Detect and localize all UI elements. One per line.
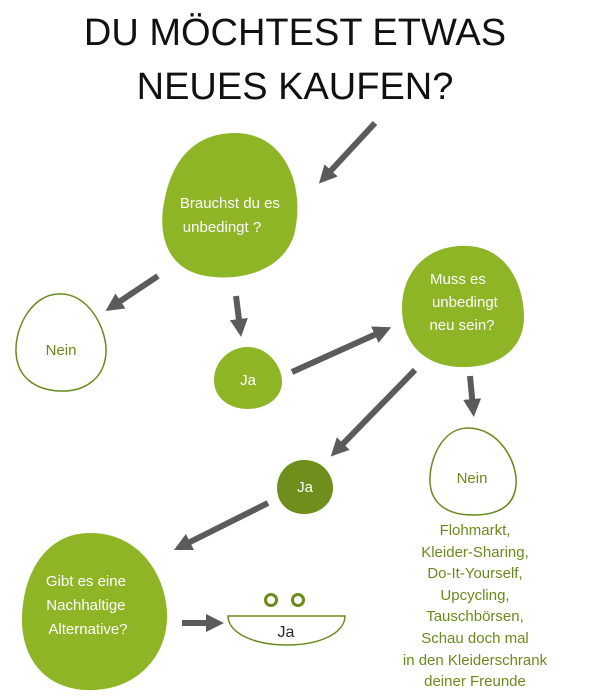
node-nein-left: Nein [15, 293, 107, 392]
alternative-item: deiner Freunde [424, 673, 526, 691]
ja-1-label: Ja [240, 372, 257, 389]
ja-smile-label: Ja [278, 624, 295, 641]
arrow-title-to-brauchst [318, 120, 378, 184]
smile-eye-right [291, 593, 305, 607]
node-gibt: Gibt es eine Nachhaltige Alternative? [22, 533, 168, 691]
alternative-item: Schau doch mal [421, 629, 529, 647]
blob-ja-1 [214, 347, 282, 409]
title-line-2: NEUES KAUFEN? [136, 66, 454, 108]
svg-text:Nein: Nein [46, 342, 77, 359]
svg-text:Muss es unbedingt: Muss es unbedingt neu sein? [429, 271, 502, 334]
blob-ja-2 [277, 460, 333, 514]
smile-eye-left [264, 593, 278, 607]
gibt-line-1: Gibt es eine [46, 573, 126, 590]
arrow-brauchst-to-nein [105, 273, 160, 311]
alternative-item: Flohmarkt, [439, 522, 511, 539]
svg-text:Nein: Nein [457, 470, 488, 487]
blob-brauchst [162, 132, 298, 278]
muss-line-3: neu sein? [429, 317, 494, 334]
alternative-item: Tauschbörsen, [426, 608, 524, 626]
arrow-ja-to-gibt [173, 500, 270, 551]
blob-gibt [22, 533, 168, 691]
gibt-line-2: Nachhaltige [46, 597, 125, 614]
gibt-line-3: Alternative? [48, 621, 127, 638]
svg-text:Brauchst du es unbedingt: Brauchst du es unbedingt ? [180, 195, 284, 236]
alternative-item: Kleider-Sharing, [421, 543, 529, 561]
alternative-item: Do-It-Yourself, [427, 565, 523, 583]
title-line-1: DU MÖCHTEST ETWAS [83, 12, 507, 54]
smile-mouth [227, 615, 346, 646]
alternative-item: in den Kleiderschrank [402, 651, 548, 669]
ja-2-label: Ja [297, 479, 314, 496]
node-nein-right: Nein [429, 427, 517, 516]
muss-line-1: Muss es [430, 271, 486, 288]
nein-left-label: Nein [46, 342, 77, 359]
nein-right-label: Nein [457, 470, 488, 487]
node-ja-1: Ja [214, 347, 282, 409]
arrow-ja-to-muss [290, 326, 392, 375]
muss-line-2: unbedingt [432, 294, 499, 311]
brauchst-line-2: unbedingt ? [183, 219, 261, 236]
arrow-muss-to-ja [330, 367, 418, 457]
node-brauchst: Brauchst du es unbedingt ? [162, 132, 298, 278]
blob-nein-right [429, 427, 517, 516]
blob-nein-left [15, 293, 107, 392]
arrow-muss-to-nein [463, 375, 482, 417]
node-muss: Muss es unbedingt neu sein? [402, 245, 525, 368]
svg-text:Ja: Ja [240, 372, 257, 389]
node-ja-smile: Ja [227, 593, 346, 646]
alternative-item: Upcycling, [440, 586, 510, 604]
arrow-brauchst-to-ja [229, 295, 248, 337]
svg-text:Ja: Ja [297, 479, 314, 496]
brauchst-line-1: Brauchst du es [180, 195, 280, 212]
svg-text:Gibt es eine Nachhaltige: Gibt es eine Nachhaltige Alternative? [46, 573, 130, 638]
svg-text:Ja: Ja [278, 624, 295, 641]
node-ja-2: Ja [277, 460, 333, 514]
alternatives-list: Flohmarkt, Kleider-Sharing, Do-It-Yourse… [380, 520, 570, 693]
blob-muss [402, 245, 525, 368]
